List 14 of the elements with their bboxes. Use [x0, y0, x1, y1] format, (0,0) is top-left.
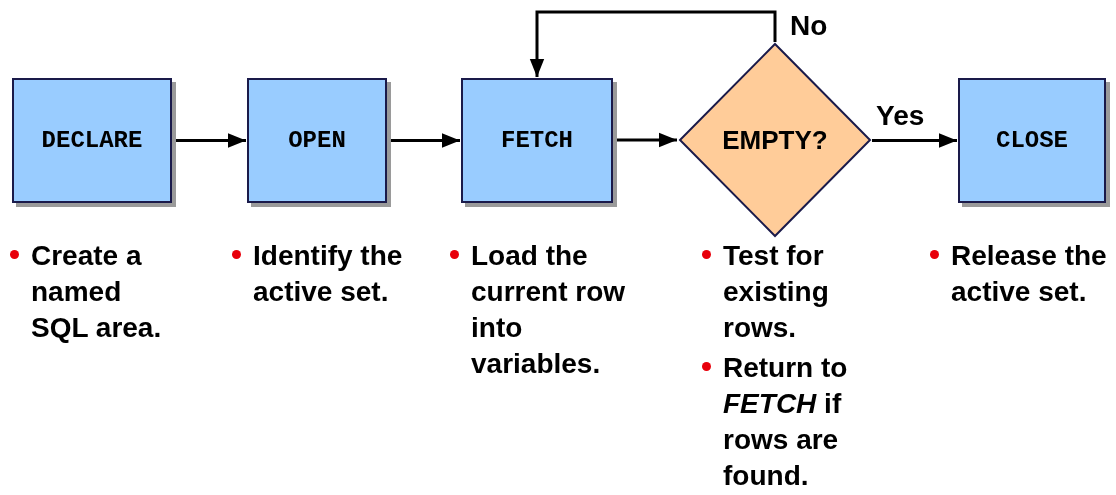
description-text: Return to FETCH if rows are found. — [723, 351, 849, 493]
arrow — [529, 10, 777, 77]
arrow — [872, 133, 957, 148]
step-label: FETCH — [501, 125, 573, 156]
decision-label: EMPTY? — [722, 123, 828, 157]
description-text: Release the active set. — [951, 239, 1108, 309]
step-label: OPEN — [288, 125, 346, 156]
decision-diamond — [678, 42, 872, 238]
description-text: Identify the active set. — [253, 239, 404, 309]
description-text: Test for existing rows. — [723, 239, 830, 345]
description-text: Create a named SQL area. — [31, 239, 163, 345]
step-label: DECLARE — [41, 125, 143, 156]
description-text: Load the current row into variables. — [471, 239, 627, 381]
step-label: CLOSE — [996, 125, 1068, 156]
